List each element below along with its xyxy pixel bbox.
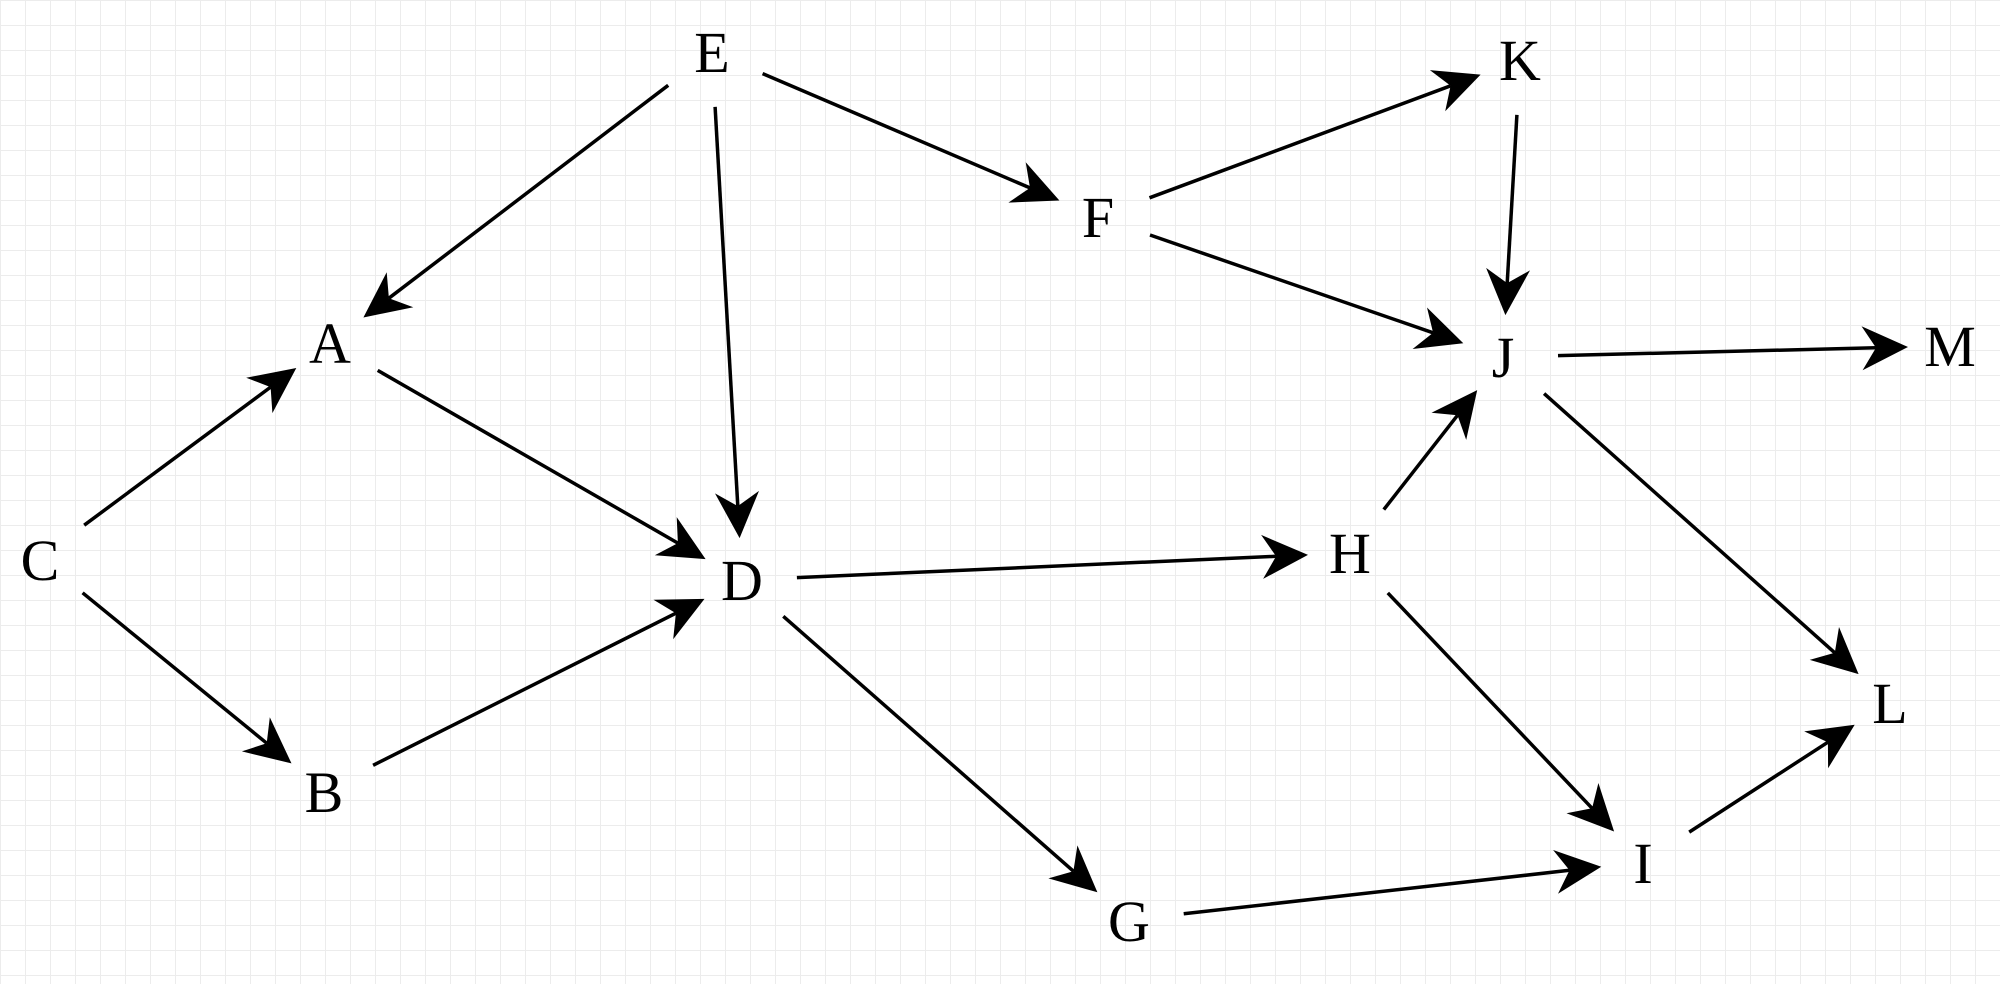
node-m: M xyxy=(1924,314,1976,379)
arrowhead-icon xyxy=(1008,162,1060,203)
edge-c-a xyxy=(83,368,297,527)
node-c: C xyxy=(21,528,60,593)
arrowhead-icon xyxy=(1486,267,1530,316)
arrowhead-icon xyxy=(241,717,292,764)
edge-line xyxy=(1557,346,1877,358)
edge-line xyxy=(1148,84,1452,200)
arrowhead-icon xyxy=(246,368,297,414)
edge-line xyxy=(372,611,677,767)
arrowhead-icon xyxy=(1553,850,1602,894)
arrowhead-icon xyxy=(1261,534,1308,579)
arrowhead-icon xyxy=(1048,845,1098,893)
edge-line xyxy=(713,106,740,507)
node-g: G xyxy=(1108,889,1150,954)
node-f: F xyxy=(1082,185,1114,250)
edge-e-d xyxy=(713,106,759,539)
edge-line xyxy=(796,554,1277,580)
node-h: H xyxy=(1329,521,1371,586)
edge-line xyxy=(1382,414,1459,511)
node-e: E xyxy=(694,20,729,85)
arrowhead-icon xyxy=(653,598,705,640)
edge-line xyxy=(83,385,272,527)
node-l: L xyxy=(1872,671,1907,736)
arrowhead-icon xyxy=(1566,783,1615,832)
edges-layer xyxy=(81,70,1908,916)
arrowhead-icon xyxy=(1429,70,1481,112)
arrowhead-icon xyxy=(1804,724,1855,769)
edge-i-l xyxy=(1688,724,1855,834)
edge-k-j xyxy=(1486,114,1530,316)
edge-line xyxy=(376,368,679,545)
node-k: K xyxy=(1499,28,1541,93)
edge-g-i xyxy=(1183,850,1602,916)
edge-d-g xyxy=(782,614,1098,893)
arrowhead-icon xyxy=(654,517,706,560)
edge-line xyxy=(387,83,670,300)
edge-c-b xyxy=(81,591,292,764)
edge-e-f xyxy=(761,71,1060,203)
edge-line xyxy=(1149,233,1434,335)
edge-e-a xyxy=(363,83,670,318)
edge-line xyxy=(1183,868,1570,916)
node-d: D xyxy=(721,548,763,613)
edge-line xyxy=(761,71,1031,190)
edge-h-j xyxy=(1382,390,1478,511)
edge-j-m xyxy=(1557,326,1908,371)
nodes-layer: A B C D E F G H I J K L M xyxy=(21,20,1976,954)
node-i: I xyxy=(1633,831,1652,896)
edge-line xyxy=(1505,114,1519,284)
edge-line xyxy=(782,614,1075,873)
node-j: J xyxy=(1492,325,1515,390)
edge-a-d xyxy=(376,368,706,560)
edge-line xyxy=(1386,591,1594,810)
edge-b-d xyxy=(372,598,705,767)
edge-f-k xyxy=(1148,70,1481,200)
edge-line xyxy=(81,591,268,745)
node-a: A xyxy=(309,311,351,376)
arrowhead-icon xyxy=(1431,390,1478,440)
edge-d-h xyxy=(796,534,1308,580)
edge-f-j xyxy=(1149,233,1464,349)
arrowhead-icon xyxy=(1412,307,1464,349)
arrowhead-icon xyxy=(1861,326,1908,371)
edge-h-i xyxy=(1386,591,1615,832)
edge-line xyxy=(1688,740,1829,834)
arrowhead-icon xyxy=(715,490,759,539)
node-b: B xyxy=(305,760,344,825)
edge-j-l xyxy=(1542,392,1859,675)
arrowhead-icon xyxy=(363,272,414,318)
arrowhead-icon xyxy=(1809,627,1859,675)
edge-line xyxy=(1542,392,1836,655)
